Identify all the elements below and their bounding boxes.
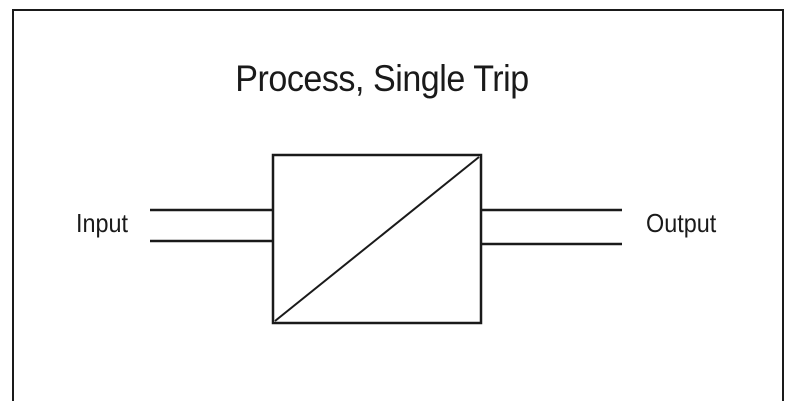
diagram-title: Process, Single Trip	[235, 58, 529, 99]
process-box	[271, 153, 483, 325]
input-label: Input	[76, 208, 129, 238]
output-label: Output	[646, 208, 717, 238]
diagram-frame	[12, 9, 784, 401]
process-diagonal	[274, 156, 480, 322]
